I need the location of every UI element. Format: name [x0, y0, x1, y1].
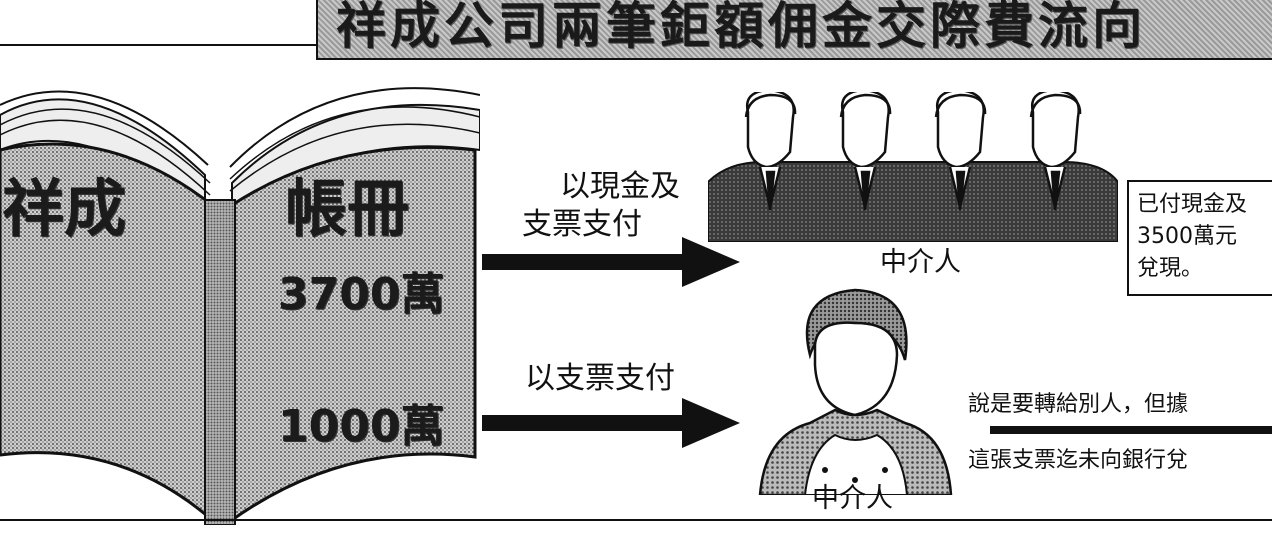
note-bottom-line2: 這張支票迄未向銀行兌	[968, 448, 1189, 473]
note-top-line1: 已付現金及	[1137, 192, 1248, 217]
page-title: 祥成公司兩筆鉅額佣金交際費流向	[336, 0, 1146, 55]
flow-top-label-line2: 支票支付	[522, 207, 642, 242]
intermediary-woman-illustration	[758, 288, 953, 495]
note-top-line3: 兌現。	[1137, 256, 1204, 281]
intermediaries-group-illustration	[708, 92, 1118, 242]
recipient-label-bottom: 中介人	[812, 483, 893, 514]
arrow-right-icon	[482, 398, 740, 448]
bottom-rule	[0, 519, 1272, 521]
note-top-line2: 3500萬元	[1137, 224, 1237, 249]
book-left-label: 祥成	[2, 172, 127, 245]
ledger-book-illustration	[0, 87, 480, 525]
recipient-label-top: 中介人	[880, 247, 961, 278]
flow-top-label-line1: 以現金及	[560, 169, 680, 204]
arrow-right-icon	[482, 237, 740, 287]
note-box-top: 已付現金及 3500萬元 兌現。	[1127, 180, 1272, 296]
title-banner: 祥成公司兩筆鉅額佣金交際費流向	[316, 0, 1272, 60]
flow-bottom-label: 以支票支付	[525, 361, 675, 396]
note-divider	[990, 426, 1272, 434]
book-amount-bottom: 1000萬	[278, 401, 445, 452]
book-amount-top: 3700萬	[278, 269, 445, 320]
note-bottom-line1: 說是要轉給別人，但據	[968, 392, 1189, 417]
title-rule	[0, 44, 318, 46]
book-right-label: 帳冊	[285, 172, 410, 245]
